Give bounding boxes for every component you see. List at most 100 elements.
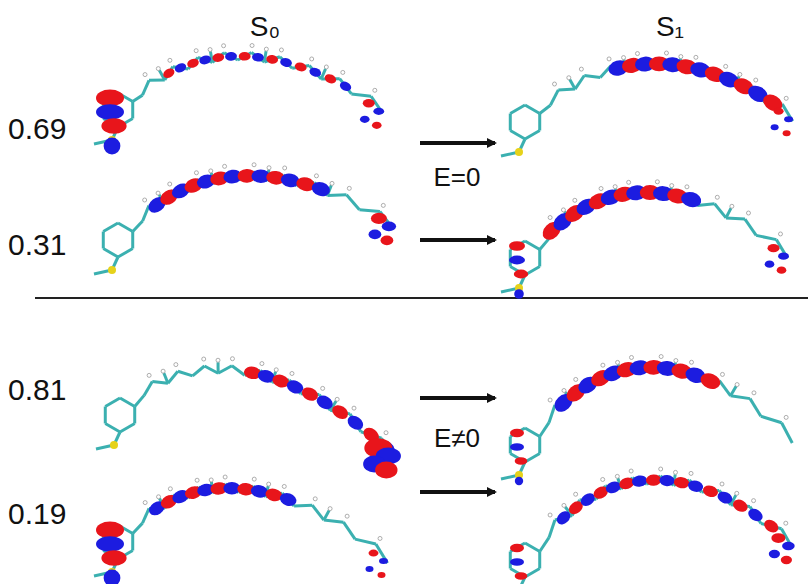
bond-stick [204,366,218,373]
hydrogen-atom [174,363,178,367]
state-heading: S₀ [250,12,280,43]
orbital-lobe [659,475,675,487]
orbital-lobe [760,91,785,114]
hydrogen-atom [143,73,147,77]
bond-stick [178,371,193,376]
label-holder: 0.69 [8,112,66,145]
orbital-lobe [777,267,787,274]
orbital-lobe [509,241,525,251]
orbital-lobe [381,236,394,246]
orbital-lobe [679,190,702,210]
bond-stick [761,416,782,422]
bond-stick [149,78,165,81]
bond-stick [540,239,549,250]
hydrogen-atom [730,204,734,208]
hydrogen-atom [784,521,788,525]
hydrogen-atom [735,383,739,387]
bond-stick [355,539,376,544]
hydrogen-atom [738,72,742,76]
orbital-lobe [515,572,528,580]
molecule [501,355,792,486]
orbital-lobe [646,474,662,486]
orbital-lobe [510,429,524,437]
hydrogen-atom [230,357,234,361]
molecule [501,51,793,156]
orbital-lobe [514,289,524,299]
bond-stick [294,504,312,508]
orbital-lobe [252,52,265,62]
hydrogen-atom [573,198,577,202]
hydrogen-atom [264,47,268,51]
bond-stick [782,104,792,121]
label-holder: 0.31 [8,228,66,261]
bond-stick [550,90,558,105]
bond-stick [745,219,756,235]
hydrogen-atom [562,389,566,393]
bond-stick [133,221,143,231]
hydrogen-atom [168,487,172,491]
orbital-lobe [716,489,734,505]
hydrogen-atom [724,64,728,68]
hydrogen-atom [335,397,339,401]
transition-arrow [420,238,495,242]
orbital-lobe [510,544,524,552]
hydrogen-atom [147,373,151,377]
orbital-lobe [360,116,370,123]
ring-bond [525,105,540,114]
hydrogen-atom [685,185,689,189]
orbital-lobe [345,413,366,433]
orbital-lobe [366,566,374,572]
methyl-stick [731,386,737,395]
hydrogen-atom [209,169,213,173]
hydrogen-atom [290,371,294,375]
orbital-lobes [243,365,401,478]
orbital-lobe [186,57,200,69]
hydrogen-atom [627,180,631,184]
field-label: E≠0 [434,424,480,453]
orbital-lobes [96,481,388,584]
molecule [501,180,789,299]
bond-stick [232,366,245,376]
bond-stick [731,396,750,399]
label-holder: 0.19 [8,497,66,530]
hydrogen-atom [574,492,578,496]
hydrogen-atom [310,57,314,61]
orbital-lobe [382,222,396,232]
hydrogen-atom [655,180,659,184]
orbital-lobe [687,479,705,493]
hydrogen-atom [670,184,674,188]
bond-stick [540,105,551,113]
orbital-lobe [765,261,775,268]
orbital-lobe [371,213,387,224]
orbital-lobe [604,479,622,495]
hydrogen-atom [223,164,227,168]
hydrogen-atom [659,355,663,359]
orbital-lobe [96,522,124,539]
bond-stick [168,371,178,383]
hydrogen-atom [194,49,198,53]
orbital-lobe [96,90,124,107]
hydrogen-atom [599,187,603,191]
methyl-stick [217,362,220,373]
hydrogen-atom [223,475,227,479]
hydrogen-atom [384,431,388,435]
bond-stick [726,218,745,219]
orbital-lobe [372,122,382,129]
ring-bond [103,249,118,258]
orbital-lobe [515,457,528,465]
orbital-lobe [330,402,351,422]
hydrogen-atom [345,514,349,518]
orbital-lobe [279,57,293,68]
bond-stick [212,53,224,63]
hydrogen-atom [635,52,639,56]
ring-bond [525,131,540,140]
orbital-lobe [96,104,124,119]
hydrogen-atom [548,513,552,517]
bond-stick [549,405,555,423]
hydrogen-atom [352,406,356,410]
hydrogen-atom [250,44,254,48]
hydrogen-atom [216,358,220,362]
hydrogen-atom [267,482,271,486]
ring-bond [509,114,512,131]
bond-stick [238,53,252,61]
